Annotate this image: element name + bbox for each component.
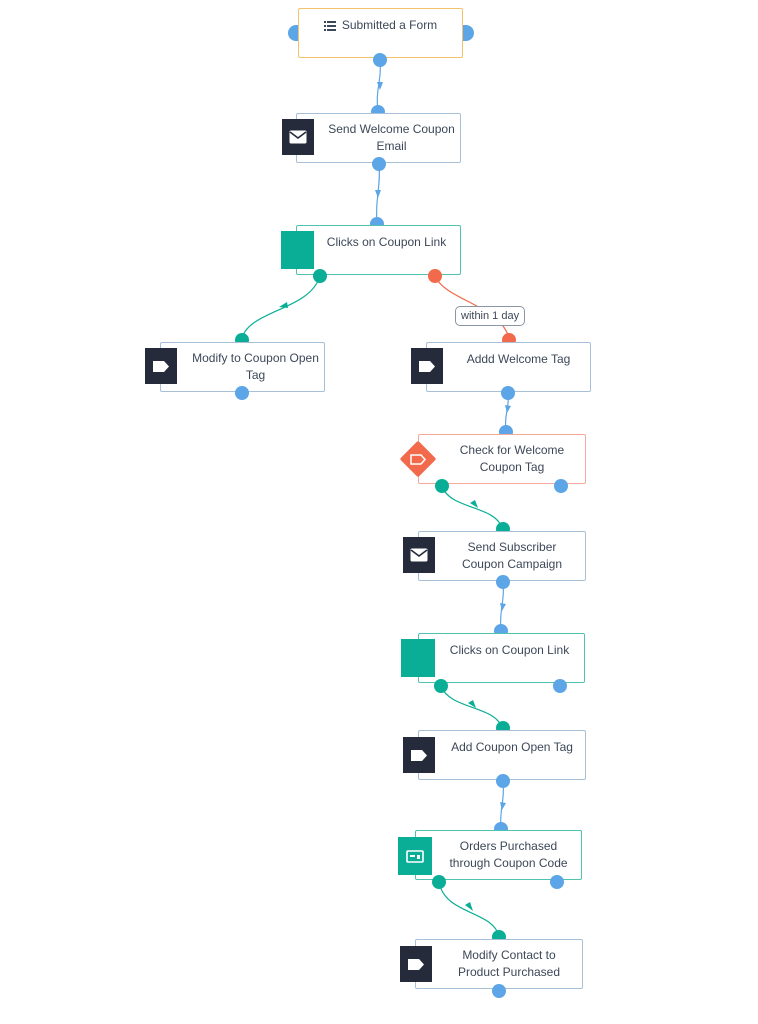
action-send-welcome-email[interactable]: Send Welcome Coupon Email <box>296 113 461 163</box>
output-port[interactable] <box>501 386 515 400</box>
action-modify-coupon-open-tag[interactable]: Modify to Coupon Open Tag <box>160 342 325 392</box>
delay-label[interactable]: within 1 day <box>455 306 526 326</box>
condition-check-welcome-tag[interactable]: Check for Welcome Coupon Tag <box>418 434 586 484</box>
connector-arrow <box>505 405 511 413</box>
connector-arrow <box>377 82 383 90</box>
tag-icon <box>400 946 432 982</box>
tag-condition-icon <box>410 454 426 465</box>
node-label: Submitted a Form <box>341 18 438 32</box>
node-label: Check for Welcome Coupon Tag <box>459 443 565 474</box>
connector <box>434 275 510 339</box>
node-label: Modify Contact to Product Purchased <box>457 948 561 979</box>
action-send-subscriber-campaign[interactable]: Send Subscriber Coupon Campaign <box>418 531 586 581</box>
connector <box>441 485 503 529</box>
action-add-coupon-open-tag[interactable]: Add Coupon Open Tag <box>418 730 586 780</box>
goal-clicks-coupon-link[interactable]: Clicks on Coupon Link <box>418 633 585 683</box>
card-icon <box>398 837 432 875</box>
tag-icon <box>145 348 177 384</box>
output-port[interactable] <box>492 984 506 998</box>
output-port[interactable] <box>372 157 386 171</box>
list-icon <box>323 20 336 31</box>
left-port[interactable] <box>288 25 300 41</box>
no-output-port[interactable] <box>553 679 567 693</box>
no-output-port[interactable] <box>550 875 564 889</box>
connector-arrow <box>465 902 473 911</box>
envelope-icon <box>403 537 435 573</box>
yes-output-port[interactable] <box>313 269 327 283</box>
trigger-submitted-form[interactable]: Submitted a Form <box>298 8 463 58</box>
action-add-welcome-tag[interactable]: Addd Welcome Tag <box>426 342 591 392</box>
envelope-icon <box>282 119 314 155</box>
tag-icon <box>411 348 443 384</box>
output-port[interactable] <box>496 575 510 589</box>
connector <box>438 881 500 937</box>
node-label: Clicks on Coupon Link <box>449 643 570 657</box>
yes-output-port[interactable] <box>435 479 449 493</box>
no-output-port[interactable] <box>554 479 568 493</box>
node-label: Send Welcome Coupon Email <box>328 122 455 153</box>
goal-block-icon <box>281 231 314 269</box>
connector-arrow <box>468 700 476 708</box>
output-port[interactable] <box>235 386 249 400</box>
goal-block-icon <box>401 639 435 677</box>
output-port[interactable] <box>373 53 387 67</box>
connector-arrow <box>470 500 478 508</box>
node-label: Clicks on Coupon Link <box>326 235 447 249</box>
yes-output-port[interactable] <box>432 875 446 889</box>
node-label: Add Coupon Open Tag <box>451 740 573 754</box>
node-label: Modify to Coupon Open Tag <box>192 351 319 382</box>
yes-output-port[interactable] <box>434 679 448 693</box>
goal-orders-purchased[interactable]: Orders Purchased through Coupon Code <box>415 830 582 880</box>
node-label: Orders Purchased through Coupon Code <box>449 839 568 870</box>
action-modify-product-purchased[interactable]: Modify Contact to Product Purchased <box>415 939 583 989</box>
node-label: Addd Welcome Tag <box>466 352 571 366</box>
connector <box>241 275 321 339</box>
no-output-port[interactable] <box>428 269 442 283</box>
right-port[interactable] <box>462 25 474 41</box>
tag-icon <box>403 737 435 773</box>
node-label: Send Subscriber Coupon Campaign <box>461 540 563 571</box>
connector-arrow <box>279 302 288 308</box>
connector <box>440 685 503 729</box>
output-port[interactable] <box>496 774 510 788</box>
connector-arrow <box>375 190 381 198</box>
connector-arrow <box>500 802 506 810</box>
goal-clicks-coupon-link[interactable]: Clicks on Coupon Link <box>296 225 461 275</box>
connector-arrow <box>500 603 506 611</box>
